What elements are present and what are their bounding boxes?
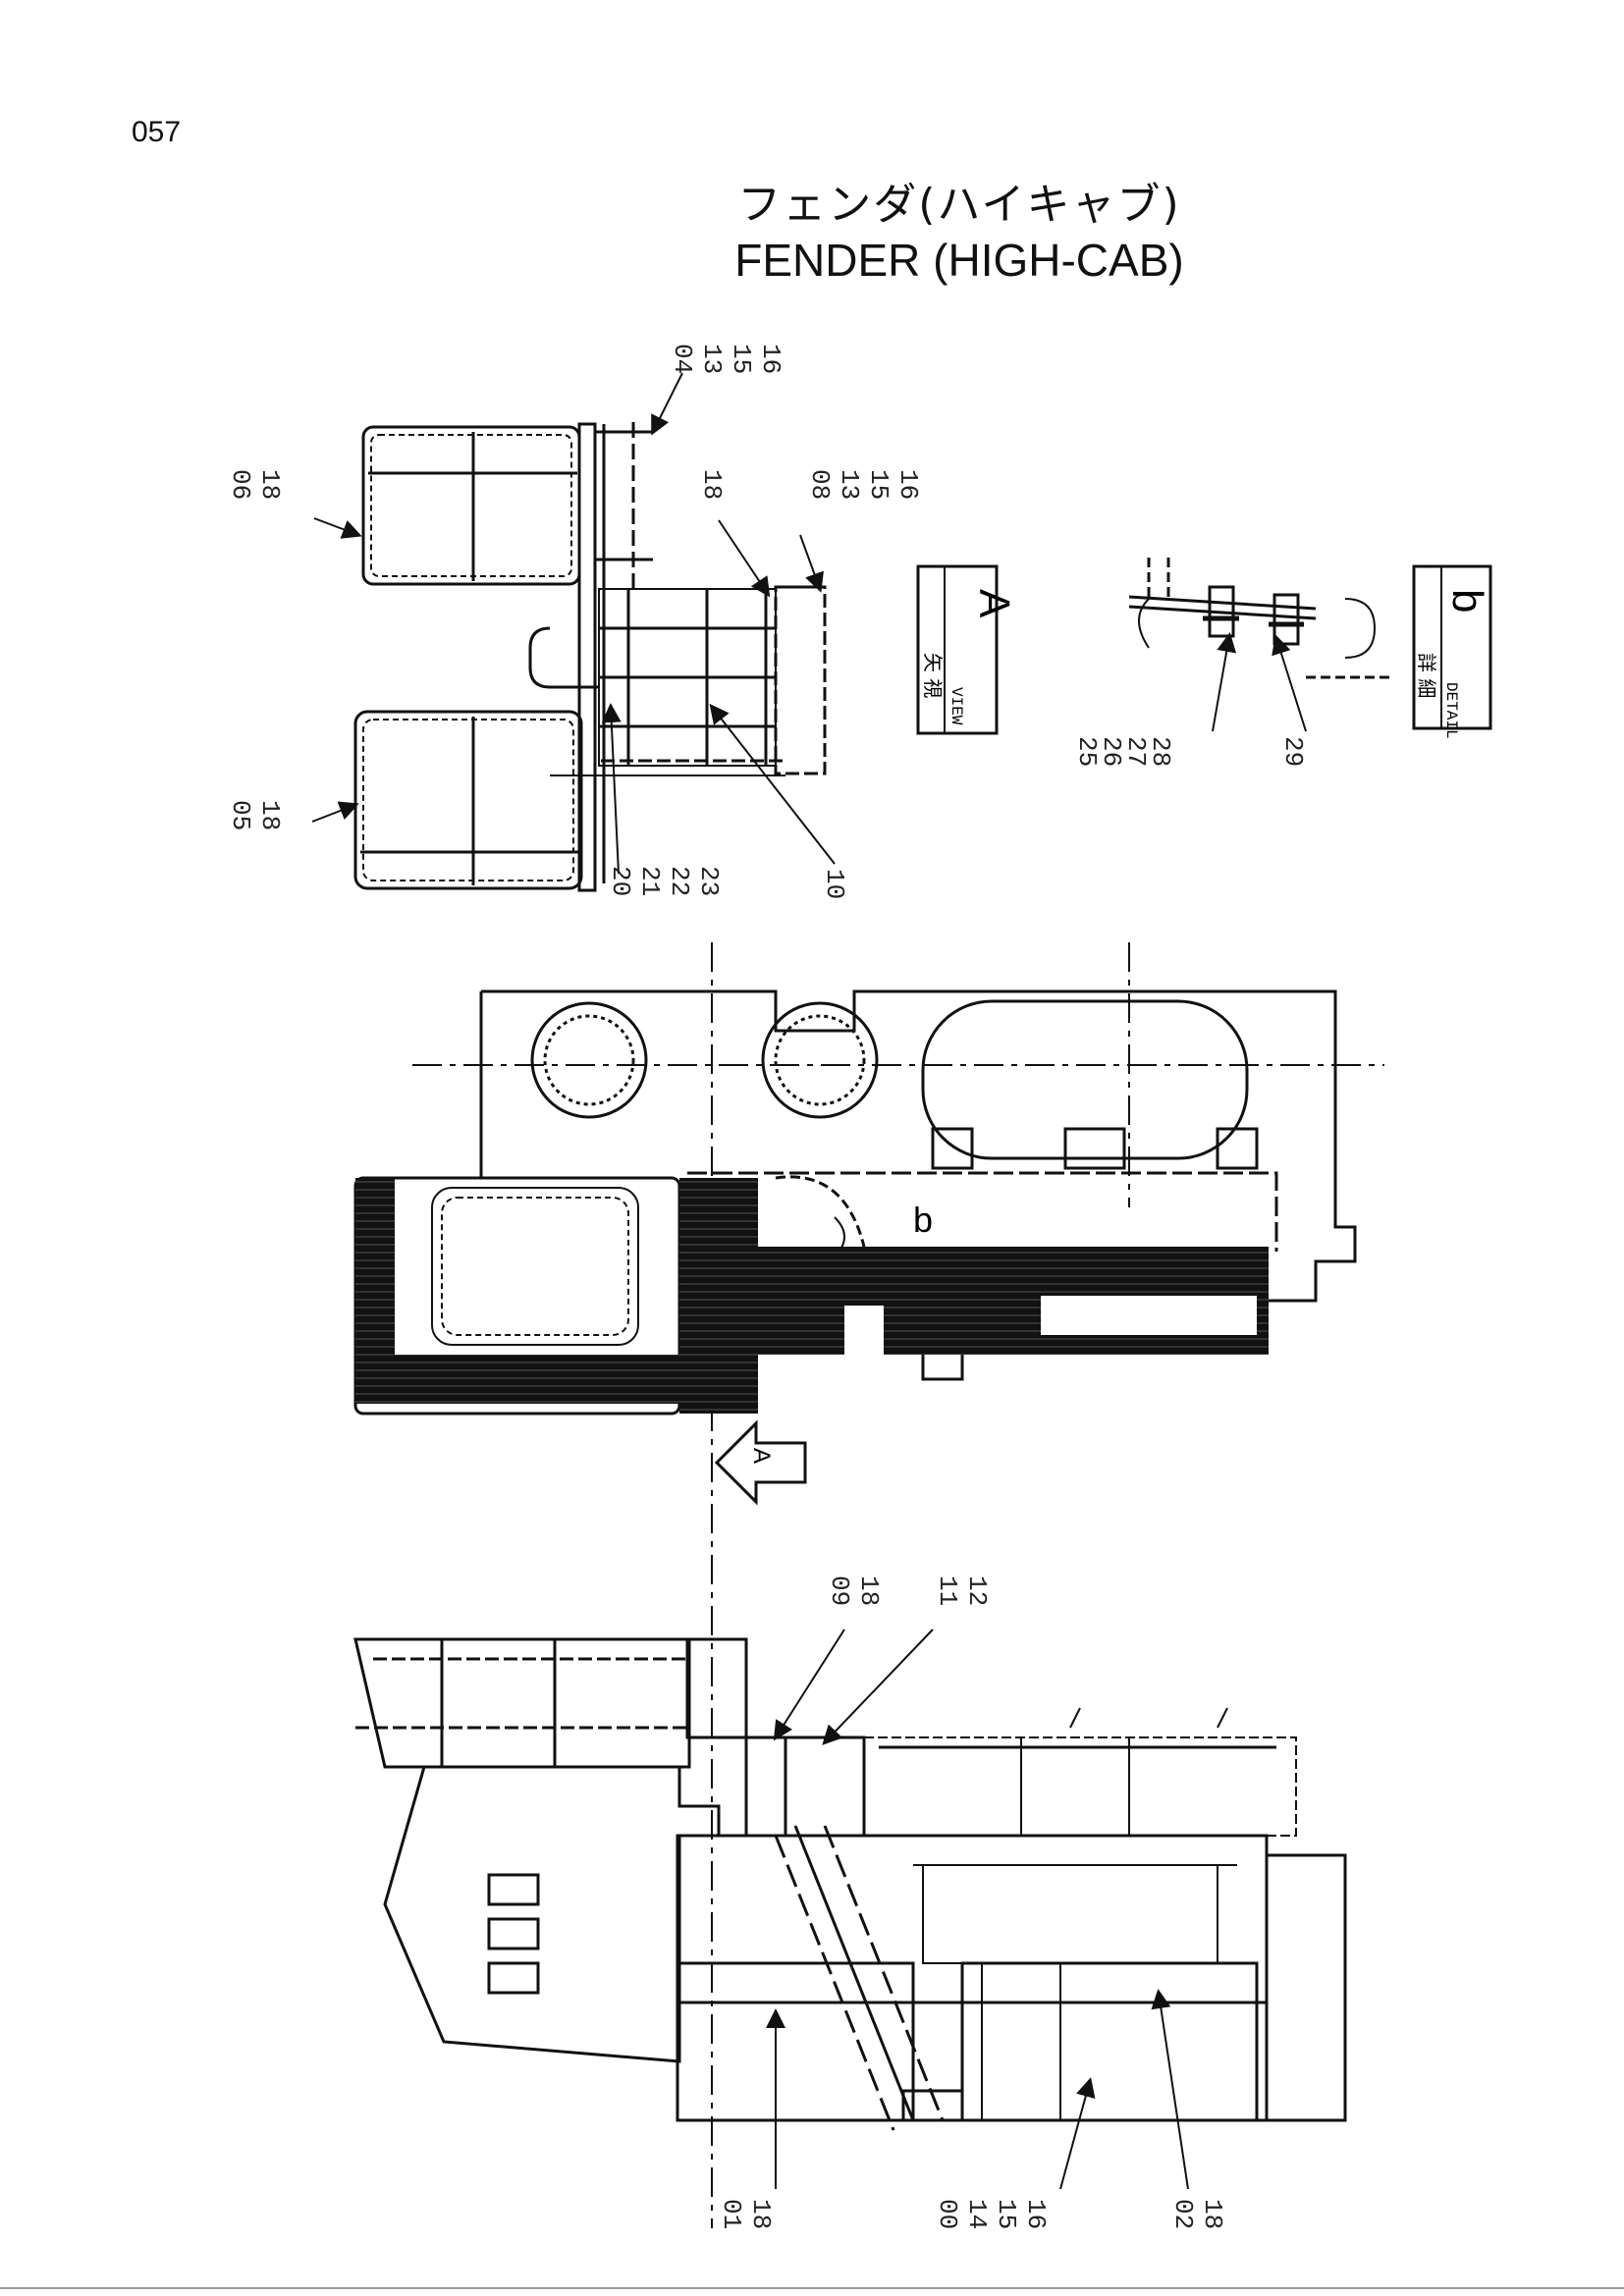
detail-b-en: DETAIL [1442, 682, 1460, 739]
cab-hatched-blocks [355, 1178, 1269, 1414]
svg-text:22: 22 [665, 866, 694, 896]
svg-text:04: 04 [668, 344, 697, 374]
svg-text:02: 02 [1168, 2199, 1198, 2229]
page-number: 057 [132, 116, 182, 148]
svg-text:28: 28 [1146, 736, 1175, 767]
svg-text:18: 18 [1198, 2199, 1227, 2229]
svg-text:25: 25 [1072, 736, 1102, 767]
view-a-label-box: A 矢 視 VIEW [916, 564, 1018, 735]
svg-text:18: 18 [255, 800, 285, 830]
svg-text:10: 10 [820, 869, 849, 899]
svg-text:16: 16 [756, 344, 785, 374]
view-a-jp: 矢 視 [921, 653, 945, 698]
svg-text:13: 13 [697, 344, 727, 374]
callout-29: 29 [1278, 736, 1308, 767]
svg-text:12: 12 [962, 1575, 992, 1606]
svg-text:01: 01 [717, 2199, 746, 2229]
page-bottom-rule [0, 2287, 1624, 2289]
svg-text:23: 23 [694, 866, 724, 896]
svg-text:06: 06 [226, 469, 255, 500]
svg-text:15: 15 [727, 344, 756, 374]
svg-text:05: 05 [226, 800, 255, 830]
detail-marker-b: b [913, 1200, 933, 1240]
svg-text:21: 21 [635, 866, 665, 896]
svg-text:18: 18 [746, 2199, 776, 2229]
svg-text:15: 15 [864, 469, 893, 500]
svg-text:09: 09 [825, 1575, 854, 1606]
svg-text:14: 14 [962, 2199, 992, 2229]
svg-text:16: 16 [1021, 2199, 1051, 2229]
svg-text:08: 08 [805, 469, 835, 500]
detail-b-label-box: b 詳 細 DETAIL [1412, 564, 1492, 739]
svg-text:16: 16 [893, 469, 923, 500]
title-english: FENDER (HIGH-CAB) [734, 235, 1184, 286]
view-a-arrow [714, 1419, 807, 1506]
svg-text:18: 18 [854, 1575, 884, 1606]
detail-b-jp: 詳 細 [1415, 653, 1438, 698]
svg-text:26: 26 [1097, 736, 1126, 767]
svg-text:15: 15 [992, 2199, 1021, 2229]
view-a-letter: A [970, 589, 1018, 618]
detail-b-bolt-assembly [1128, 558, 1394, 679]
svg-text:00: 00 [933, 2199, 962, 2229]
detail-b-letter: b [1443, 589, 1491, 613]
view-a-en: VIEW [947, 687, 965, 725]
svg-text:29: 29 [1278, 736, 1308, 767]
callout-10: 10 [820, 869, 849, 899]
callout-18-upper: 18 [697, 469, 727, 500]
svg-text:18: 18 [255, 469, 285, 500]
view-a-fender [353, 422, 827, 892]
view-marker-a: A [748, 1448, 775, 1464]
side-view-upperstructure [353, 1637, 1347, 2131]
title-japanese: フェンダ(ハイキャブ) [737, 180, 1181, 230]
svg-text:20: 20 [606, 866, 635, 896]
svg-text:11: 11 [933, 1575, 962, 1606]
leader-lines [311, 372, 1307, 2190]
svg-text:13: 13 [835, 469, 864, 500]
svg-text:18: 18 [697, 469, 727, 500]
svg-text:27: 27 [1121, 736, 1151, 767]
